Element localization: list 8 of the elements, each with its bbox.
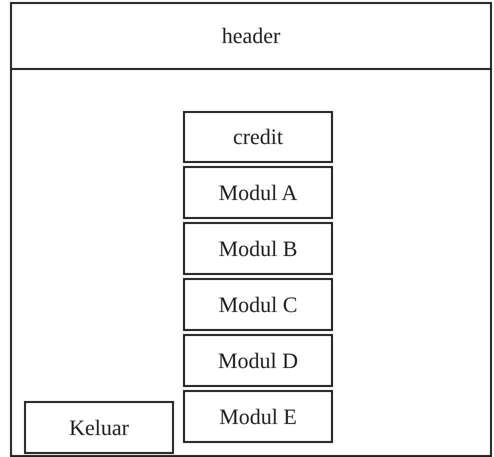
menu-box: Modul B: [183, 222, 333, 275]
menu-box: Modul A: [183, 166, 333, 219]
menu-box: Modul C: [183, 278, 333, 331]
page-frame: [10, 2, 492, 457]
menu-box: credit: [183, 111, 333, 163]
menu-box: Modul D: [183, 334, 333, 387]
menu-box: Modul E: [183, 390, 333, 443]
exit-button: Keluar: [24, 401, 174, 454]
